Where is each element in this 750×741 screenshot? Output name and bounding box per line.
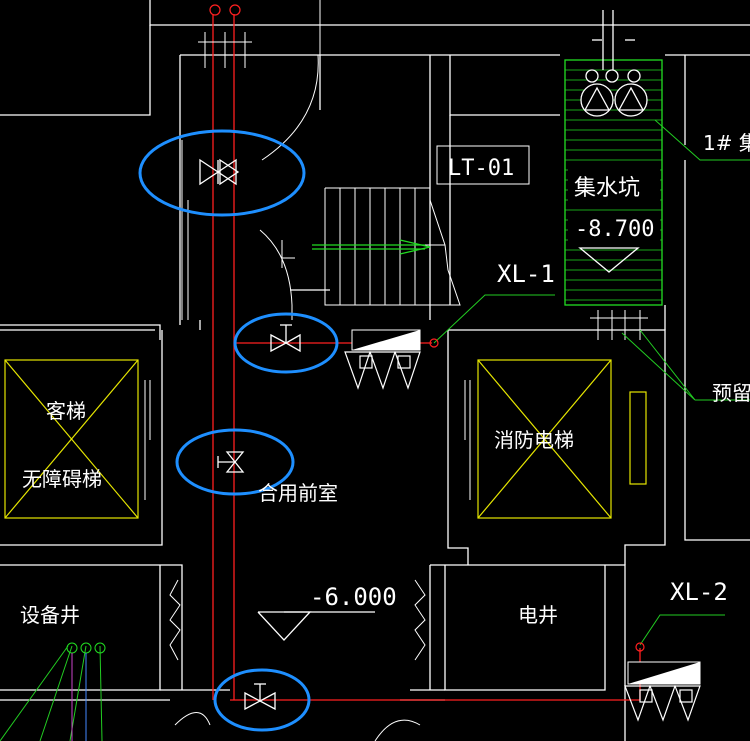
valve-4	[244, 683, 276, 711]
lt01-label: LT-01	[448, 156, 514, 181]
lt01-box	[436, 145, 530, 185]
equipment-shaft-label: 设备井	[20, 603, 80, 627]
xl1-label: XL-1	[497, 260, 555, 288]
valve-2	[270, 324, 301, 353]
labels: LT-01 集水坑 -8.700 1# 集水 预留 XL-1 XL-2 -6.0…	[20, 131, 750, 627]
riser-markers	[429, 338, 645, 652]
pipe-risers-top	[209, 4, 241, 16]
elevation-marker	[257, 611, 375, 641]
column-slots	[181, 140, 189, 320]
stair	[281, 187, 461, 306]
pit-tag-label: 1# 集水	[703, 131, 750, 155]
drain-symbol-xl2	[624, 661, 701, 722]
accessible-elevator-label: 无障碍梯	[22, 467, 102, 491]
sump-pit	[564, 10, 663, 340]
floor-elevation-label: -6.000	[310, 583, 397, 611]
valve-1	[199, 158, 240, 186]
lobby-label: 合用前室	[258, 481, 338, 505]
pit-elevation-label: -8.700	[575, 217, 654, 242]
highlight-valve-4	[213, 668, 311, 732]
elevator-passenger	[4, 359, 139, 519]
stair-direction-arrow	[312, 239, 431, 255]
pipes	[212, 14, 641, 701]
bottom-doors	[169, 579, 426, 741]
highlight-valve-1	[138, 129, 306, 217]
equipment-risers	[66, 642, 106, 741]
passenger-elevator-label: 客梯	[46, 399, 86, 423]
elevator-fire	[477, 359, 647, 519]
valve-3	[217, 451, 245, 473]
pipe-breaks-top	[198, 32, 252, 68]
drain-symbol-xl1	[344, 329, 421, 390]
highlight-valve-2	[233, 312, 339, 374]
elevator-doors	[144, 380, 471, 500]
highlight-valve-3	[175, 428, 295, 496]
pit-name-label: 集水坑	[574, 176, 640, 201]
leader-lines	[0, 119, 750, 741]
xl2-label: XL-2	[670, 578, 728, 606]
reserve-label: 预留	[712, 381, 750, 405]
door-swings	[259, 0, 321, 320]
highlight-ellipses	[138, 129, 339, 732]
electric-shaft-label: 电井	[518, 603, 558, 627]
fire-elevator-label: 消防电梯	[494, 428, 574, 452]
